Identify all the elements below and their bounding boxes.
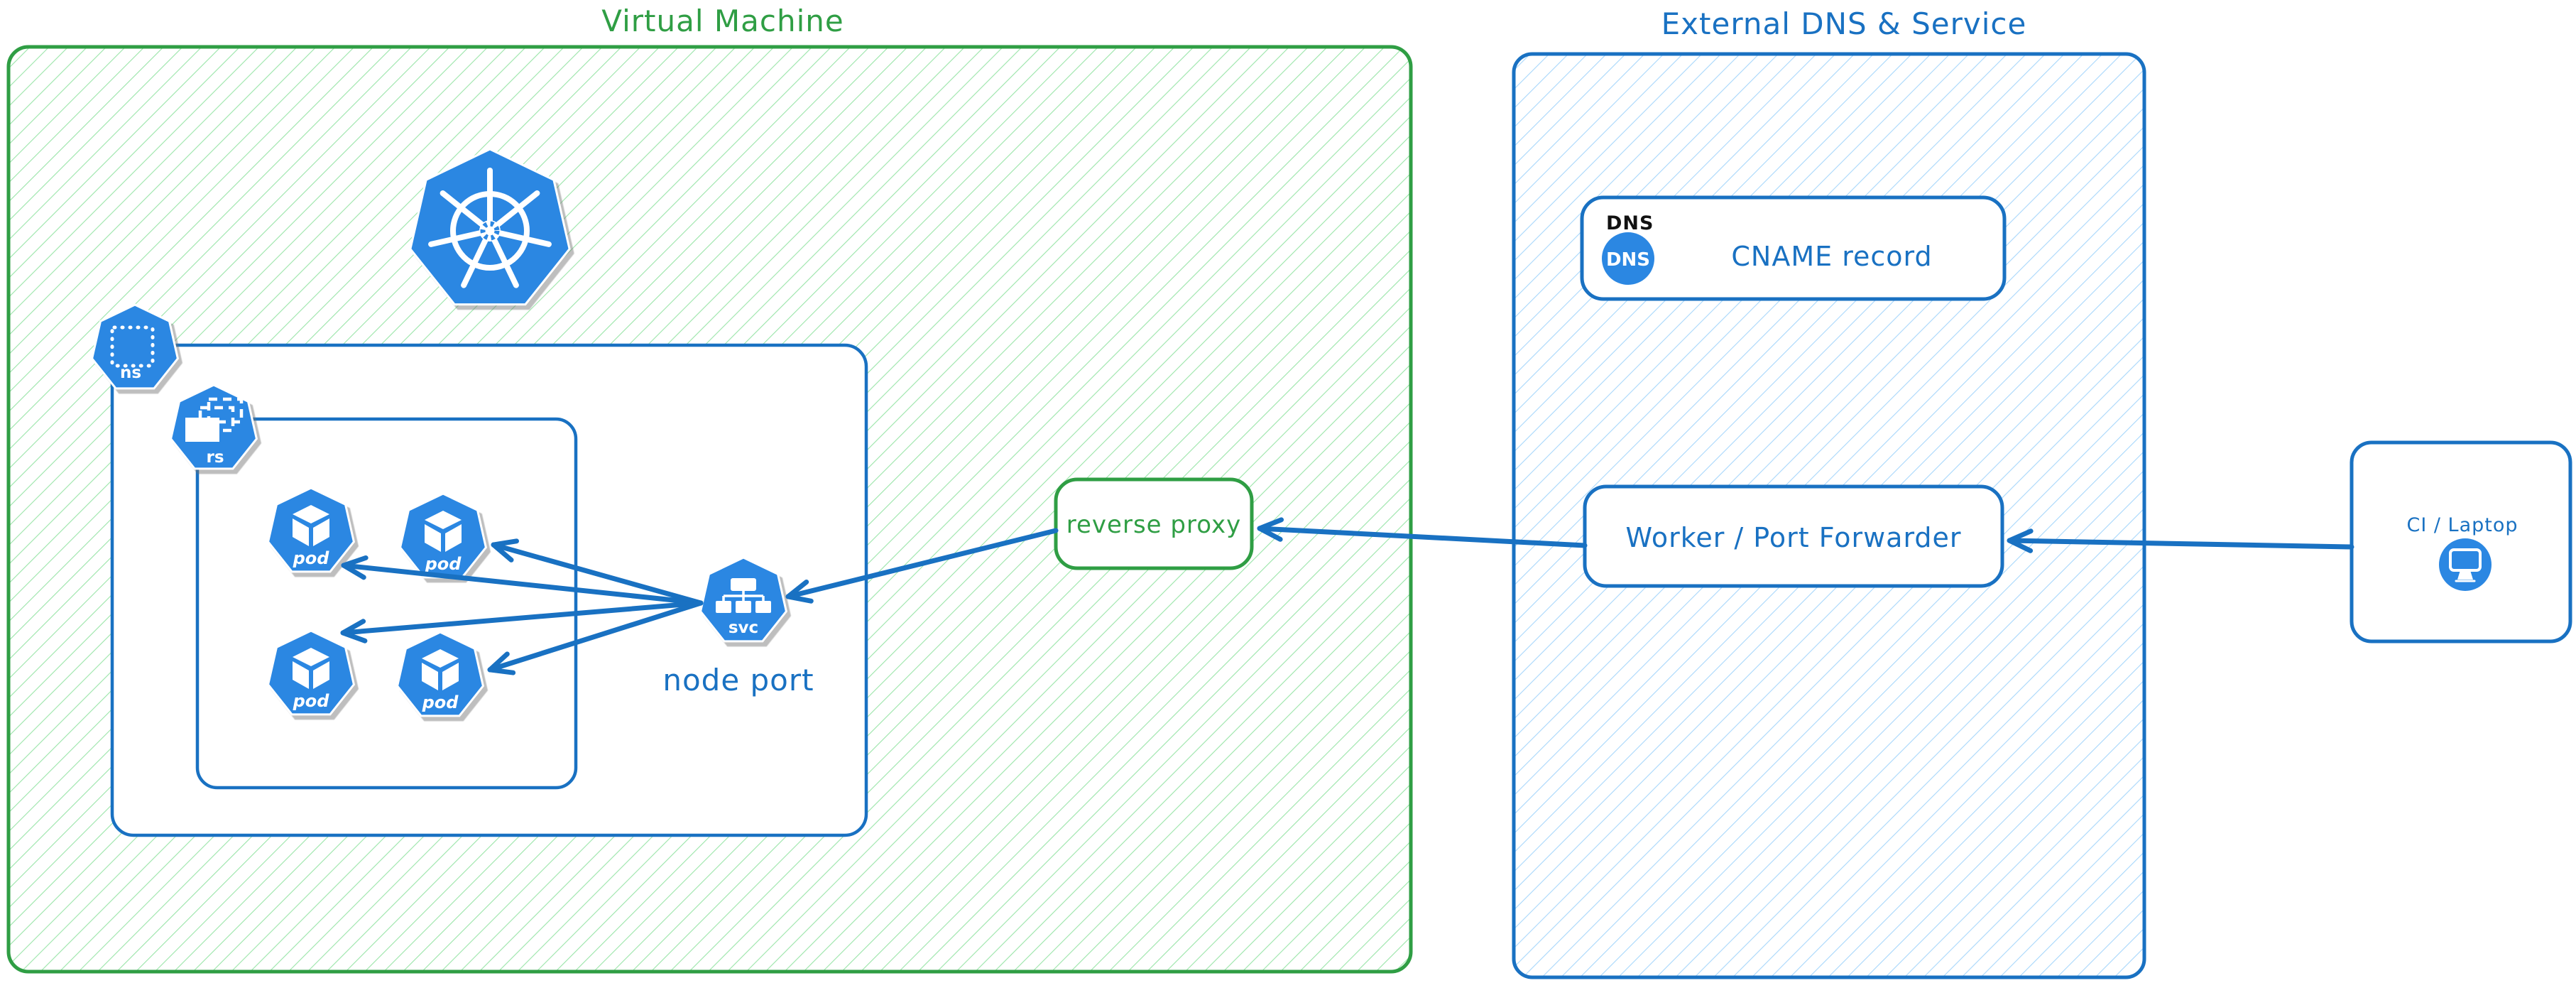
reverse-proxy-label: reverse proxy: [1066, 511, 1241, 539]
arrow-reverse-proxy-to-svc: [785, 528, 1059, 604]
flow-arrows: [340, 517, 2354, 675]
vm-region-title: Virtual Machine: [601, 4, 844, 38]
arrow-svc-to-pod-2: [491, 538, 704, 606]
ns-icon-label: ns: [120, 364, 141, 382]
ns-dotted-square-glyph: [110, 325, 155, 368]
pod-cube-glyph: [293, 505, 329, 546]
worker-port-forwarder-card: Worker / Port Forwarder: [1583, 484, 2004, 588]
ci-laptop-label: CI / Laptop: [2406, 514, 2518, 536]
pod-icon-label: pod: [425, 554, 462, 574]
external-region-title: External DNS & Service: [1661, 6, 2027, 41]
pod-cube-glyph: [293, 648, 329, 689]
pod-icon-label: pod: [422, 693, 459, 712]
kubernetes-logo-icon: [409, 148, 571, 306]
reverse-proxy-card: reverse proxy: [1054, 477, 1254, 570]
pod-icon-label: pod: [293, 691, 330, 711]
rs-icon-label: rs: [206, 448, 224, 467]
pod-icon-label: pod: [293, 548, 330, 568]
dns-cname-card: DNS DNS CNAME record: [1580, 195, 2007, 301]
arrow-svc-to-pod-3: [340, 600, 704, 643]
arrow-ci-to-worker: [2007, 528, 2354, 553]
pod-icon-1: pod: [266, 487, 356, 573]
monitor-icon: [2439, 538, 2492, 591]
pod-cube-glyph: [422, 649, 459, 690]
dns-badge-text: DNS: [1606, 249, 1650, 271]
arrow-worker-to-reverse-proxy: [1257, 517, 1588, 548]
node-port-caption: node port: [662, 663, 814, 697]
worker-port-forwarder-label: Worker / Port Forwarder: [1625, 522, 1961, 553]
pod-icon-3: pod: [266, 629, 356, 716]
arrow-svc-to-pod-1: [341, 555, 704, 606]
service-icon: svc: [699, 556, 788, 643]
dns-badge-icon: [1602, 232, 1654, 285]
arrow-svc-to-pod-4: [487, 600, 704, 675]
replicaset-icon: rs: [169, 384, 258, 470]
namespace-icon: ns: [90, 303, 180, 390]
svc-tree-glyph: [716, 578, 771, 613]
rs-stacked-rects-glyph: [185, 397, 244, 442]
ci-laptop-card: CI / Laptop: [2349, 440, 2572, 643]
pod-cube-glyph: [425, 511, 462, 552]
pod-icon-4: pod: [395, 631, 485, 717]
cname-record-label: CNAME record: [1731, 241, 1932, 272]
dns-card-tag: DNS: [1606, 212, 1654, 234]
svc-icon-label: svc: [728, 619, 758, 637]
replicaset-box: [195, 417, 578, 790]
